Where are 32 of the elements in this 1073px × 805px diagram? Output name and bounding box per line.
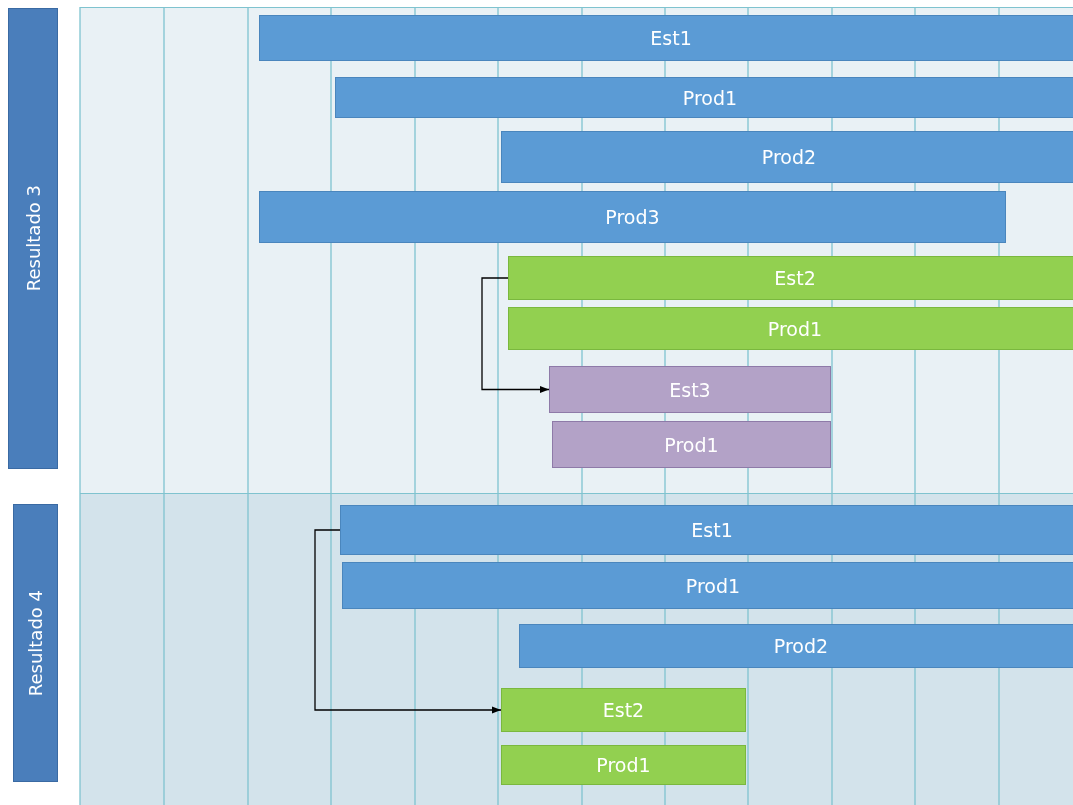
task-label: Prod3 [605,206,660,228]
task-bar [508,307,1073,350]
connector-arrow [481,277,550,394]
task-bar [549,366,831,413]
task-bar [342,562,1073,609]
task-label: Est3 [669,378,711,401]
task-label: Est1 [650,27,692,49]
lane-title: Resultado 4 [25,589,46,697]
task-bar [340,505,1073,555]
task-label: Est1 [691,519,733,541]
connector-arrow [314,529,502,714]
task-bar [519,624,1073,668]
lane-label-box [13,504,58,782]
task-bar [552,421,831,468]
task-bar [508,256,1073,300]
lane-title: Resultado 3 [22,185,44,292]
task-label: Prod2 [773,635,829,657]
task-label: Prod1 [767,317,823,340]
task-label: Prod1 [685,574,741,597]
task-label: Prod1 [596,754,651,776]
task-label: Est2 [774,267,816,289]
task-label: Est2 [602,699,645,721]
task-label: Prod2 [761,146,817,168]
task-label: Prod1 [664,433,719,456]
lane-label-box [8,8,58,469]
task-bar [501,745,746,785]
task-bar [501,131,1073,183]
task-label: Prod1 [682,86,738,109]
task-bar [259,15,1073,61]
task-bar [501,688,746,732]
task-bar [335,77,1073,118]
task-bar [259,191,1006,243]
